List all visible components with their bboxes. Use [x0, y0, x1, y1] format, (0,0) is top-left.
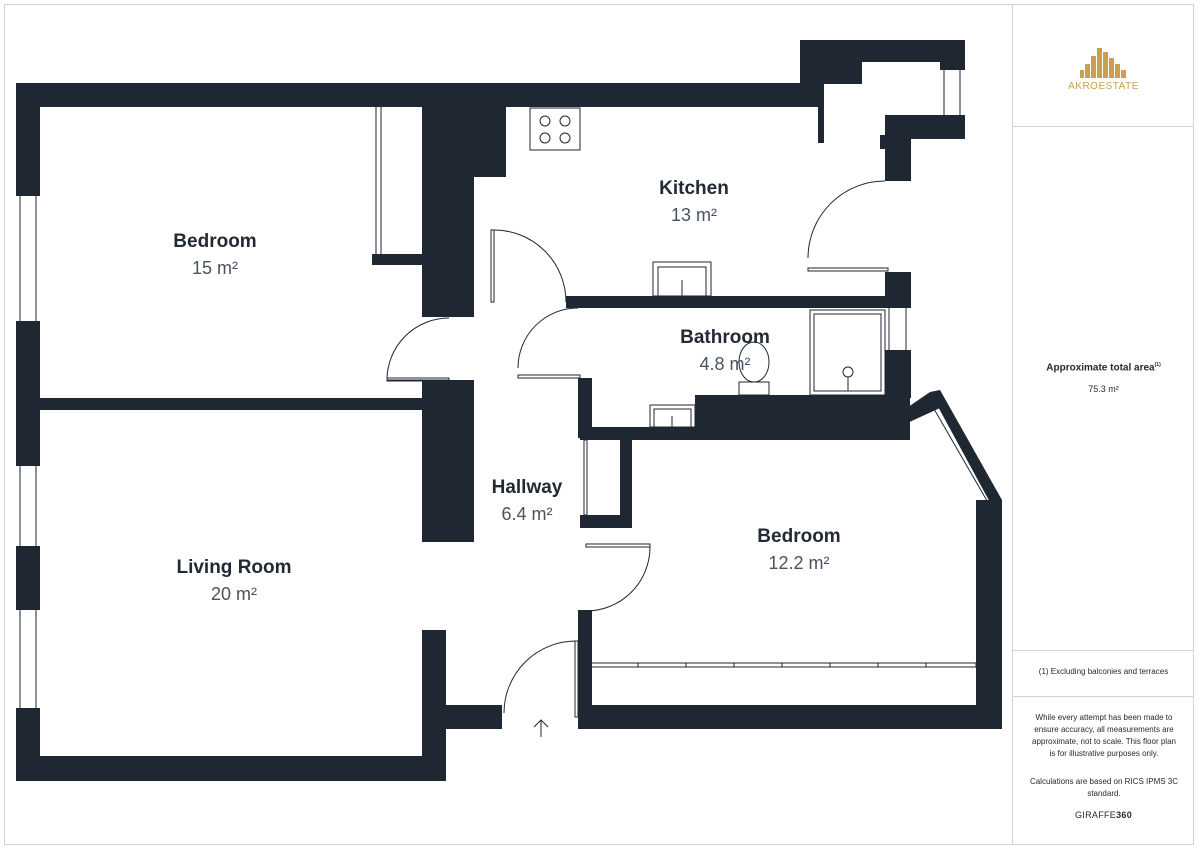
room-area-living-room: 20 m²: [211, 584, 257, 604]
windows: [16, 70, 996, 708]
brand-suffix: 360: [1116, 810, 1133, 820]
room-name-bathroom: Bathroom: [680, 327, 770, 348]
divider: [1013, 650, 1194, 651]
akroestate-logo-icon: [1080, 48, 1126, 78]
total-area-title: Approximate total area(1): [1013, 362, 1194, 373]
room-name-hallway: Hallway: [492, 477, 563, 498]
walls: [16, 40, 1002, 781]
logo-wordmark: AKROESTATE: [1068, 81, 1139, 92]
divider: [1013, 126, 1194, 127]
room-labels: Bedroom 15 m² Kitchen 13 m² Bathroom 4.8…: [173, 178, 840, 604]
footnote-text: (1) Excluding balconies and terraces: [1038, 667, 1169, 676]
room-name-living-room: Living Room: [176, 557, 291, 578]
room-name-bedroom-2: Bedroom: [757, 526, 840, 547]
logo-section: AKROESTATE: [1013, 4, 1194, 126]
entrance-arrow-icon: [533, 719, 549, 737]
floor-plan: Bedroom 15 m² Kitchen 13 m² Bathroom 4.8…: [16, 40, 1002, 781]
room-area-bedroom-2: 12.2 m²: [768, 553, 829, 573]
page-frame: [4, 4, 1194, 845]
brand-prefix: GIRAFFE: [1074, 810, 1117, 820]
room-area-bedroom-1: 15 m²: [192, 258, 238, 278]
doors: [386, 180, 889, 718]
room-area-hallway: 6.4 m²: [501, 504, 552, 524]
room-name-kitchen: Kitchen: [659, 178, 729, 199]
kitchen-sink-icon: [652, 261, 712, 297]
calculation-note: Calculations are based on RICS IPMS 3C s…: [1029, 777, 1179, 798]
fittings: [375, 107, 977, 668]
info-sidebar: AKROESTATE Approximate total area(1) 75.…: [1012, 4, 1194, 845]
stove-icon: [529, 107, 581, 151]
total-area-value: 75.3 m²: [1088, 384, 1119, 394]
toilet-icon: [738, 341, 770, 396]
giraffe360-brand: GIRAFFE360: [1013, 810, 1194, 820]
footnote-marker: (1): [1154, 362, 1161, 368]
shower-icon: [809, 309, 886, 396]
room-area-kitchen: 13 m²: [671, 205, 717, 225]
room-area-bathroom: 4.8 m²: [699, 354, 750, 374]
bathroom-sink-icon: [649, 404, 696, 428]
disclaimer-text: While every attempt has been made to ens…: [1032, 713, 1176, 758]
room-name-bedroom-1: Bedroom: [173, 231, 256, 252]
divider: [1013, 696, 1194, 697]
total-area-title-text: Approximate total area: [1046, 362, 1155, 374]
